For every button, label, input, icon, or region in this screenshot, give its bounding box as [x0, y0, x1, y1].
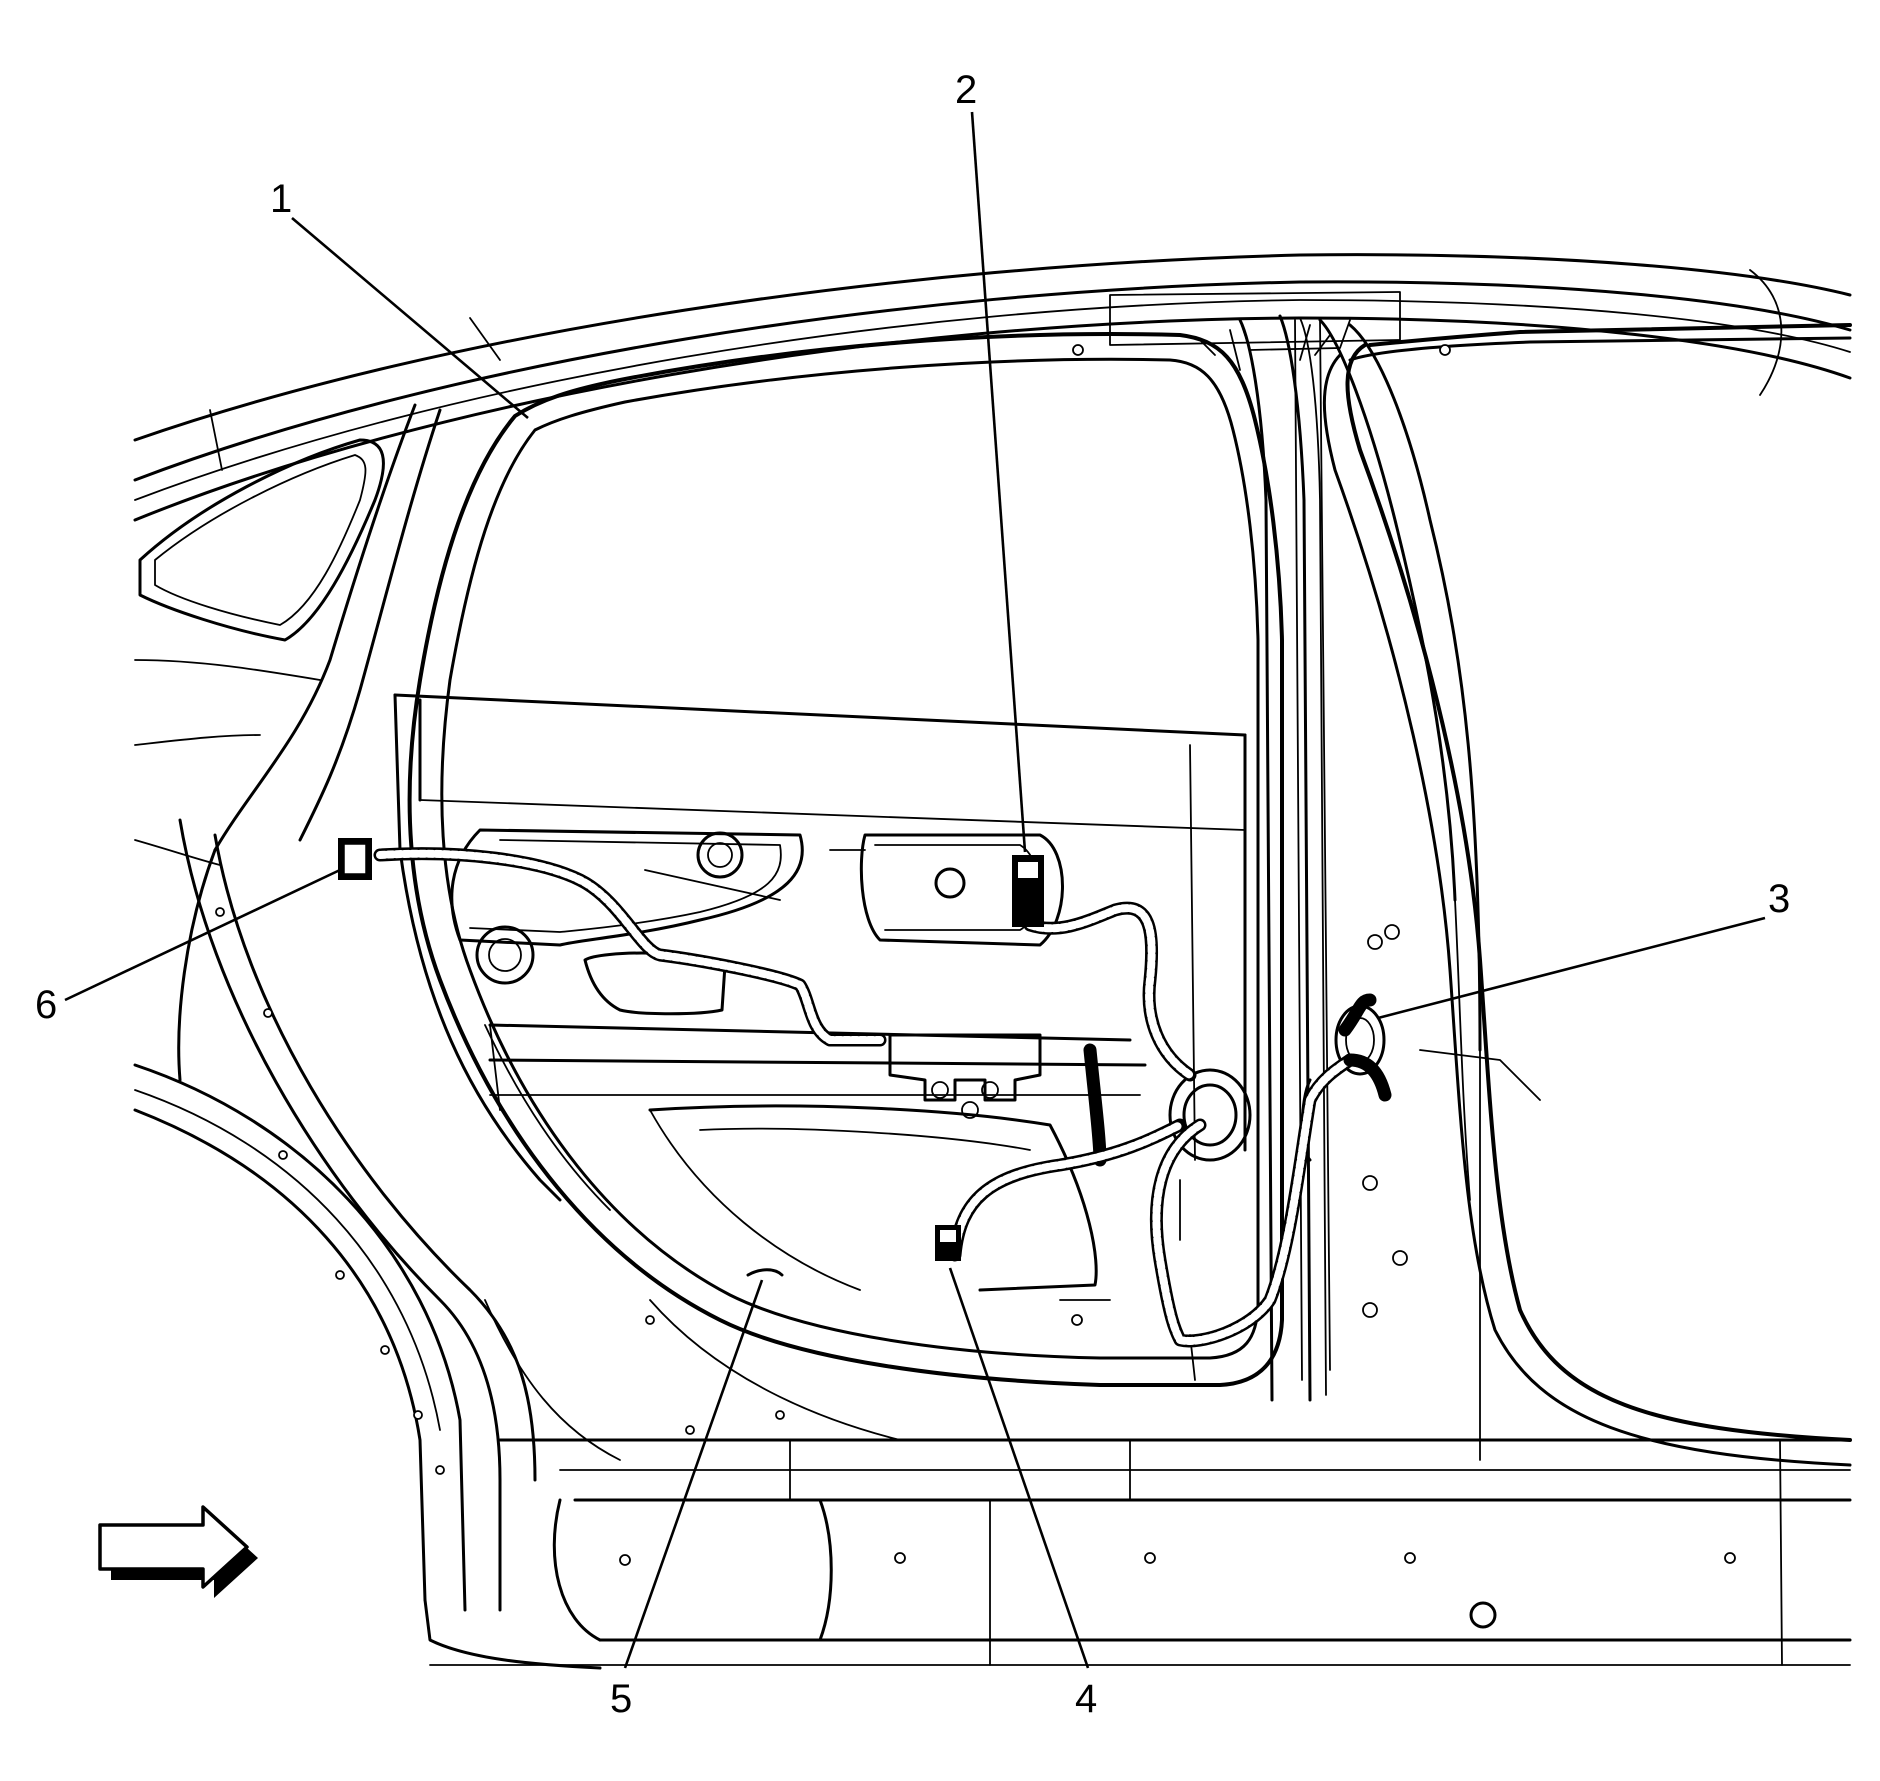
- callout-6: 6: [35, 983, 57, 1027]
- quarter-window: [138, 438, 385, 642]
- door-module-connector-2: [1012, 855, 1044, 927]
- front-door-opening: [1322, 323, 1852, 1467]
- quarter-fasteners: [215, 907, 785, 1475]
- callout-2: 2: [955, 68, 977, 112]
- callout-3: 3: [1768, 877, 1790, 921]
- body-fasteners: [1071, 344, 1451, 1326]
- door-grommet: [1168, 1068, 1252, 1162]
- callout-4: 4: [1075, 1677, 1097, 1721]
- callout-5: 5: [610, 1677, 632, 1721]
- rear-door-opening: [407, 319, 1331, 1387]
- b-pillar: [1109, 291, 1482, 1402]
- door-lock-connector-6: [338, 838, 372, 880]
- rear-wheel-arch: [133, 818, 602, 1670]
- callout-labels: 1 2 3 4 5 6: [35, 68, 1790, 1721]
- inner-door-panel: [393, 693, 1247, 1381]
- rocker-panel: [429, 1299, 1852, 1666]
- leader-lines: [64, 111, 1766, 1669]
- harness-retainer-5: [746, 1268, 784, 1277]
- arrow-right-icon: [98, 1505, 258, 1598]
- c-pillar: [134, 403, 442, 1082]
- rocker-fasteners: [619, 1552, 1736, 1629]
- regulator-motor: [888, 1033, 1042, 1119]
- armrest: [450, 828, 804, 1016]
- callout-1: 1: [270, 177, 292, 221]
- wiring-harness: [373, 847, 1392, 1348]
- harness-connector-4: [935, 1225, 961, 1261]
